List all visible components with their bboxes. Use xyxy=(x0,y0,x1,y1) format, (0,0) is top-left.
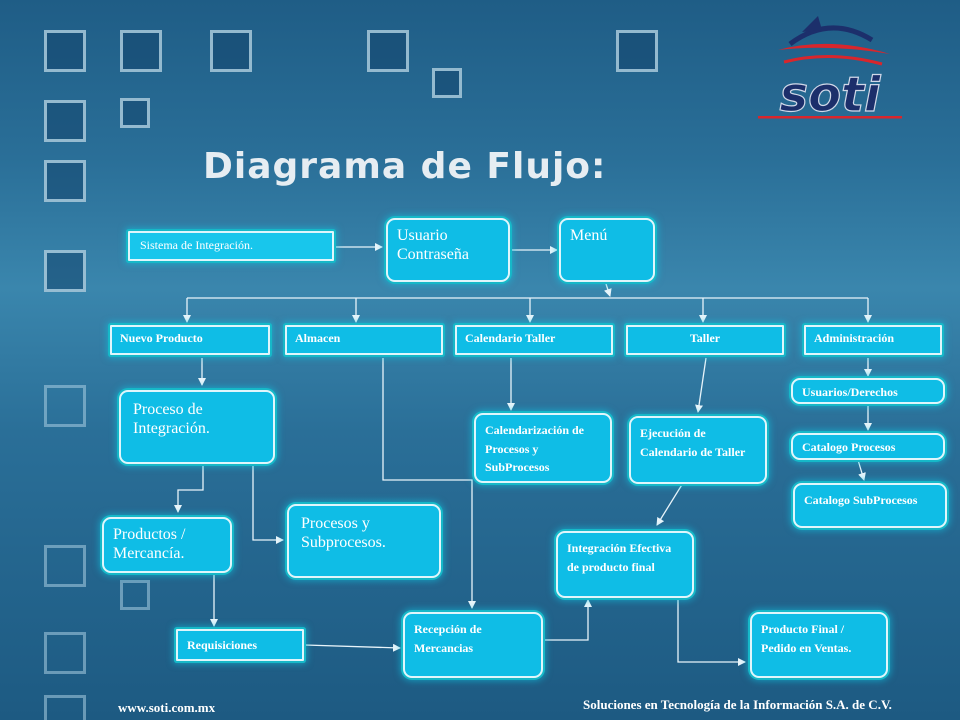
footer-company: Soluciones en Tecnología de la Informaci… xyxy=(583,697,892,712)
node-taller: Taller xyxy=(626,325,784,355)
node-catalogo-subprocesos: Catalogo SubProcesos xyxy=(793,483,947,528)
node-nuevo-producto: Nuevo Producto xyxy=(110,325,270,355)
node-recepcion-mercancias: Recepción de Mercancias xyxy=(403,612,543,678)
deco-square xyxy=(44,100,86,142)
deco-square xyxy=(44,385,86,427)
connector xyxy=(382,358,476,609)
connector xyxy=(174,465,204,513)
deco-square xyxy=(120,98,150,128)
node-administracion: Administración xyxy=(804,325,942,355)
deco-square xyxy=(210,30,252,72)
deco-square xyxy=(44,160,86,202)
node-procesos-subprocesos: Procesos y Subprocesos. xyxy=(287,504,441,578)
deco-square xyxy=(432,68,462,98)
node-menu: Menú xyxy=(559,218,655,282)
footer-website[interactable]: www.soti.com.mx xyxy=(118,700,216,715)
connector xyxy=(656,482,684,526)
connector xyxy=(603,283,612,297)
node-ejecucion-calendario: Ejecución de Calendario de Taller xyxy=(629,416,767,484)
node-usuario-contrasena: Usuario Contraseña xyxy=(386,218,510,282)
deco-square xyxy=(44,695,86,720)
node-sistema-integracion: Sistema de Integración. xyxy=(128,231,334,261)
node-calendarizacion: Calendarización de Procesos y SubProceso… xyxy=(474,413,612,483)
node-almacen: Almacen xyxy=(285,325,443,355)
deco-square xyxy=(120,30,162,72)
connector xyxy=(252,465,284,544)
node-usuarios-derechos: Usuarios/Derechos xyxy=(791,378,945,404)
node-integracion-efectiva: Integración Efectiva de producto final xyxy=(556,531,694,598)
page-title: Diagrama de Flujo: xyxy=(203,146,607,187)
deco-square xyxy=(367,30,409,72)
deco-square xyxy=(44,30,86,72)
node-requisiciones: Requisiciones xyxy=(176,629,304,661)
connector xyxy=(545,599,592,641)
deco-square xyxy=(44,250,86,292)
deco-square xyxy=(120,580,150,610)
logo-text: soti xyxy=(780,67,881,123)
deco-square xyxy=(44,632,86,674)
node-calendario-taller: Calendario Taller xyxy=(455,325,613,355)
connector xyxy=(304,643,401,652)
node-catalogo-procesos: Catalogo Procesos xyxy=(791,433,945,460)
node-producto-final: Producto Final / Pedido en Ventas. xyxy=(750,612,888,678)
connector xyxy=(857,459,866,481)
deco-square xyxy=(616,30,658,72)
node-productos-mercancia: Productos / Mercancía. xyxy=(102,517,232,573)
connector xyxy=(695,357,707,413)
connector xyxy=(677,598,746,666)
soti-logo: soti xyxy=(758,16,902,124)
deco-square xyxy=(44,545,86,587)
node-proceso-integracion: Proceso de Integración. xyxy=(119,390,275,464)
